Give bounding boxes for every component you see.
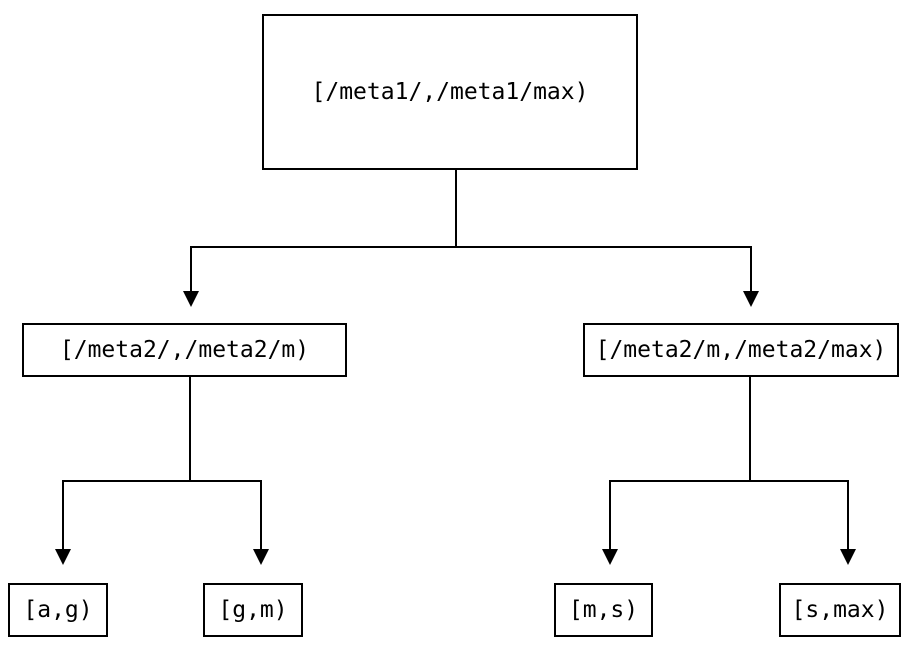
- edge-root-to-meta2-high: [750, 246, 752, 291]
- arrowhead-to-leaf-ms: [602, 549, 618, 565]
- edge-meta2-high-rail: [610, 480, 849, 482]
- edge-meta2-high-to-leaf-ms: [609, 480, 611, 549]
- edge-meta2-low-rail: [63, 480, 262, 482]
- arrowhead-to-meta2-low: [183, 291, 199, 307]
- edge-meta2-high-to-leaf-smax: [847, 480, 849, 549]
- arrowhead-to-meta2-high: [743, 291, 759, 307]
- edge-root-to-meta2-low: [190, 246, 192, 291]
- edge-root-stem: [455, 170, 457, 247]
- edge-root-rail: [190, 246, 752, 248]
- node-leaf-m-s-label: [m,s): [568, 596, 639, 623]
- arrowhead-to-leaf-gm: [253, 549, 269, 565]
- edge-meta2-low-to-leaf-ag: [62, 480, 64, 549]
- node-leaf-g-m-label: [g,m): [218, 596, 288, 623]
- node-meta2-high: [/meta2/m,/meta2/max): [583, 323, 899, 377]
- node-root: [/meta1/,/meta1/max): [262, 14, 638, 170]
- node-leaf-s-max-label: [s,max): [791, 596, 889, 623]
- node-meta2-low-label: [/meta2/,/meta2/m): [59, 336, 310, 363]
- node-meta2-low: [/meta2/,/meta2/m): [22, 323, 347, 377]
- node-root-label: [/meta1/,/meta1/max): [311, 78, 589, 105]
- node-leaf-m-s: [m,s): [554, 583, 653, 637]
- node-meta2-high-label: [/meta2/m,/meta2/max): [595, 336, 887, 363]
- edge-meta2-low-to-leaf-gm: [260, 480, 262, 549]
- node-leaf-s-max: [s,max): [779, 583, 901, 637]
- node-leaf-a-g: [a,g): [8, 583, 108, 637]
- edge-meta2-high-stem: [749, 377, 751, 482]
- arrowhead-to-leaf-smax: [840, 549, 856, 565]
- arrowhead-to-leaf-ag: [55, 549, 71, 565]
- edge-meta2-low-stem: [189, 377, 191, 482]
- node-leaf-a-g-label: [a,g): [23, 596, 93, 623]
- node-leaf-g-m: [g,m): [203, 583, 303, 637]
